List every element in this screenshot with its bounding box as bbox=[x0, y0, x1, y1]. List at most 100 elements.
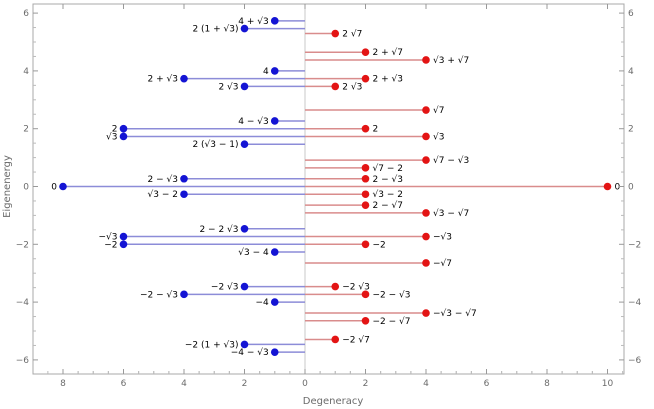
value-labels: 4 + √32 (1 + √3)42 + √32 √34 − √32√32 (√… bbox=[51, 16, 620, 358]
right-point bbox=[422, 156, 430, 164]
right-point bbox=[361, 174, 370, 183]
right-value-label: √7 − √3 bbox=[433, 155, 469, 166]
y-tick-label-left: −4 bbox=[16, 298, 30, 308]
y-tick-label-right: 4 bbox=[628, 67, 634, 77]
x-tick-label: 10 bbox=[602, 379, 614, 389]
right-value-label: 2 √7 bbox=[342, 29, 362, 40]
right-value-label: 2 + √7 bbox=[373, 47, 403, 58]
left-point bbox=[59, 182, 67, 191]
left-value-label: 2 − 2 √3 bbox=[199, 224, 238, 235]
x-tick-label: 0 bbox=[302, 379, 308, 389]
right-point bbox=[331, 335, 340, 344]
left-value-label: 2 − √3 bbox=[148, 174, 178, 185]
right-value-label: −2 bbox=[373, 240, 386, 250]
left-point bbox=[240, 140, 249, 148]
y-tick-label-right: −6 bbox=[628, 356, 642, 366]
left-value-label: −4 bbox=[255, 298, 269, 308]
left-point bbox=[180, 290, 188, 299]
left-point bbox=[240, 82, 249, 91]
left-point bbox=[270, 298, 279, 306]
left-point bbox=[240, 225, 249, 233]
y-axis-title: Eigenenergy bbox=[2, 155, 13, 218]
left-value-label: −2 (1 + √3) bbox=[185, 339, 239, 350]
right-point bbox=[422, 106, 430, 114]
x-tick-label: 6 bbox=[484, 379, 490, 389]
left-point bbox=[119, 240, 128, 249]
left-value-label: 0 bbox=[51, 183, 57, 193]
left-point bbox=[119, 232, 128, 241]
y-tick-label-right: −2 bbox=[628, 240, 641, 250]
left-point bbox=[240, 282, 249, 291]
left-value-label: 2 + √3 bbox=[148, 74, 178, 85]
x-axis-title: Degeneracy bbox=[303, 396, 364, 407]
right-value-label: √7 bbox=[433, 105, 444, 116]
left-point bbox=[270, 67, 279, 75]
left-point bbox=[270, 248, 279, 256]
y-tick-label-left: 4 bbox=[23, 67, 29, 77]
y-tick-label-left: 0 bbox=[23, 183, 29, 193]
left-value-label: 4 − √3 bbox=[238, 116, 268, 127]
left-value-label: −2 − √3 bbox=[140, 289, 178, 300]
data-points bbox=[59, 17, 612, 356]
left-value-label: −4 − √3 bbox=[231, 347, 269, 358]
right-point bbox=[331, 82, 340, 91]
right-value-label: −2 √7 bbox=[342, 334, 370, 345]
right-point bbox=[361, 201, 370, 209]
x-tick-label: 6 bbox=[121, 379, 127, 389]
stem-lines bbox=[63, 20, 608, 353]
right-value-label: 0 bbox=[615, 183, 621, 193]
x-tick-label: 8 bbox=[544, 379, 550, 389]
right-value-label: √3 − 2 bbox=[373, 189, 403, 200]
right-point bbox=[331, 282, 340, 291]
right-value-label: √3 bbox=[433, 131, 444, 142]
left-value-label: 2 (1 + √3) bbox=[192, 24, 238, 35]
right-point bbox=[361, 164, 370, 172]
right-value-label: −√7 bbox=[433, 258, 452, 269]
right-point bbox=[331, 29, 340, 38]
left-value-label: 2 √3 bbox=[218, 81, 238, 92]
left-value-label: 4 bbox=[263, 67, 269, 77]
x-tick-label: 8 bbox=[60, 379, 66, 389]
x-tick-label: 4 bbox=[423, 379, 429, 389]
right-point bbox=[422, 259, 430, 267]
left-point bbox=[240, 24, 249, 33]
left-point bbox=[270, 117, 279, 125]
y-tick-label-right: 0 bbox=[628, 183, 634, 193]
right-point bbox=[361, 190, 370, 199]
y-tick-label-right: 2 bbox=[628, 125, 634, 135]
right-value-label: −√3 bbox=[433, 232, 452, 243]
left-point bbox=[270, 17, 279, 25]
y-tick-label-left: −2 bbox=[16, 240, 29, 250]
right-value-label: 2 − √7 bbox=[373, 200, 403, 211]
right-point bbox=[422, 209, 430, 217]
right-value-label: −2 − √3 bbox=[373, 289, 411, 300]
right-point bbox=[422, 232, 430, 241]
y-tick-label-left: −6 bbox=[16, 356, 30, 366]
left-point bbox=[240, 340, 249, 349]
right-value-label: 2 + √3 bbox=[373, 74, 403, 85]
x-tick-label: 2 bbox=[363, 379, 369, 389]
x-tick-label: 2 bbox=[242, 379, 248, 389]
left-value-label: √3 bbox=[106, 131, 117, 142]
left-value-label: √3 − 2 bbox=[148, 189, 178, 200]
y-tick-label-right: −4 bbox=[628, 298, 642, 308]
y-tick-label-left: 6 bbox=[23, 9, 29, 19]
left-point bbox=[180, 74, 188, 83]
left-point bbox=[180, 174, 188, 183]
left-value-label: √3 − 4 bbox=[238, 247, 269, 258]
left-point bbox=[180, 190, 188, 199]
left-point bbox=[119, 124, 128, 133]
right-value-label: √7 − 2 bbox=[373, 163, 403, 174]
left-value-label: −2 bbox=[104, 240, 117, 250]
left-point bbox=[270, 348, 279, 356]
right-value-label: −2 − √7 bbox=[373, 316, 411, 327]
right-point bbox=[361, 290, 370, 299]
y-tick-label-left: 2 bbox=[23, 125, 29, 135]
right-value-label: 2 √3 bbox=[342, 81, 362, 92]
plot-border bbox=[32, 3, 625, 375]
left-value-label: 2 (√3 − 1) bbox=[192, 139, 238, 150]
left-point bbox=[119, 132, 128, 141]
right-value-label: 2 − √3 bbox=[373, 174, 403, 185]
